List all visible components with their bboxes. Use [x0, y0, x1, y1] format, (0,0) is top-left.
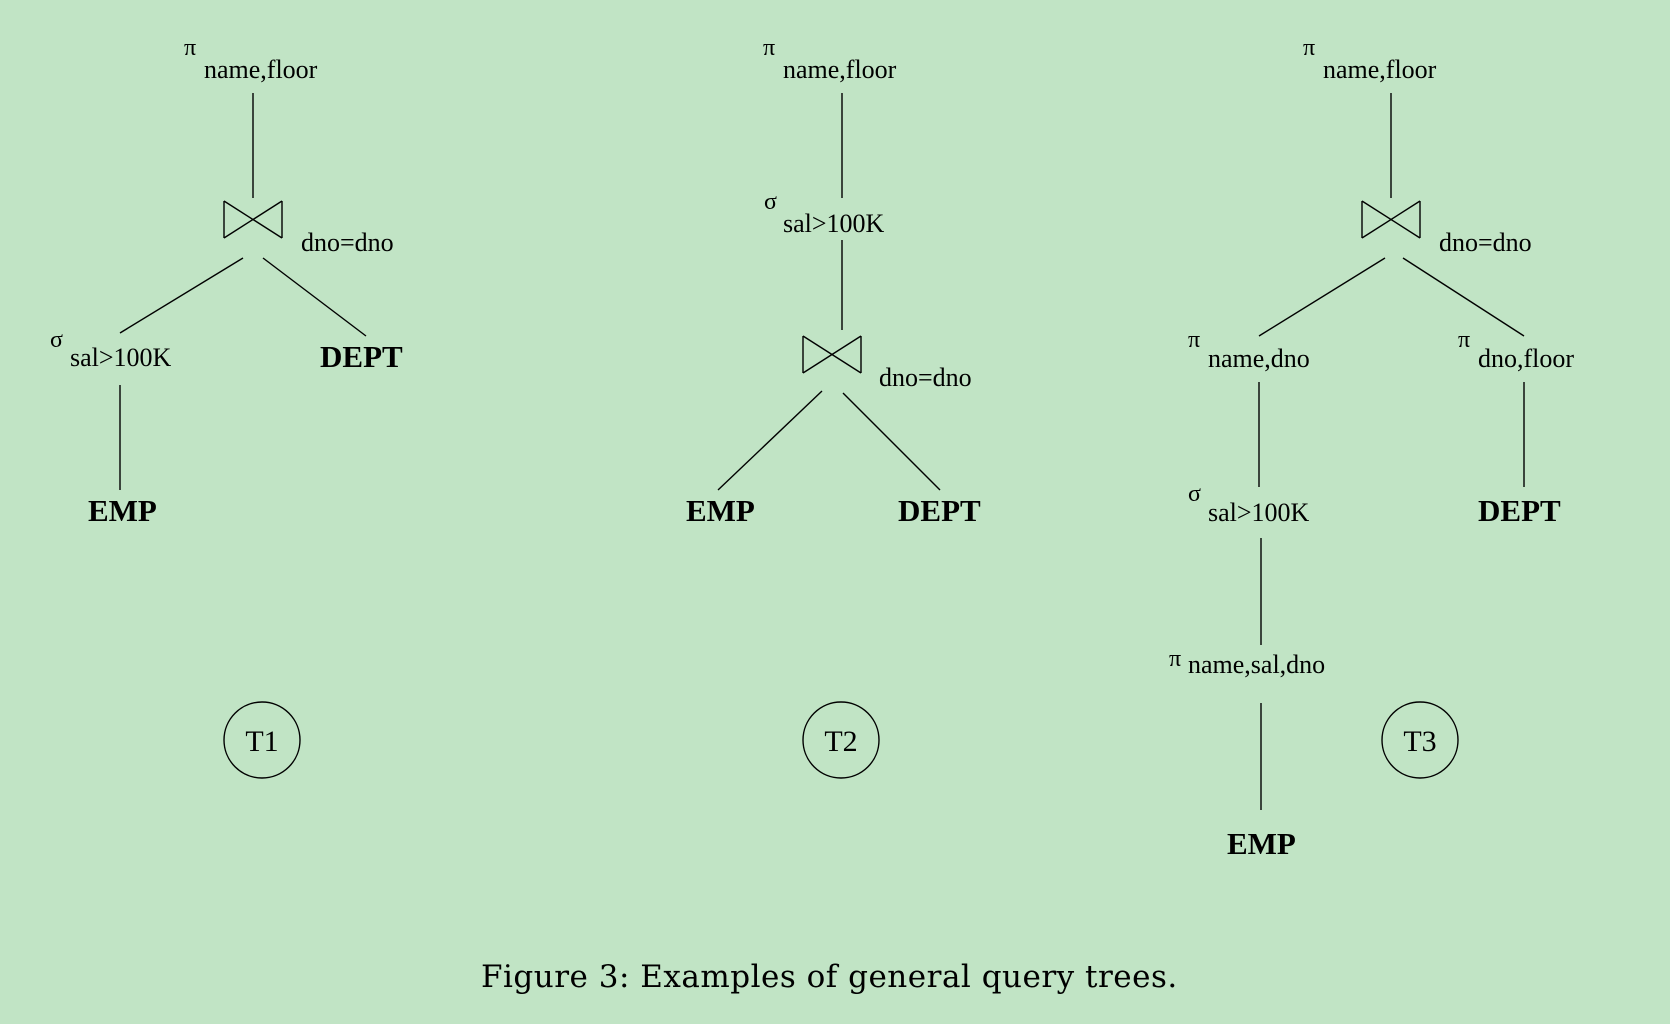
t1-relation-emp: EMP [88, 493, 157, 528]
tree-t1: π name,floor dno=dno σ sal>100K DEPT EMP… [50, 35, 403, 779]
t2-join-condition: dno=dno [879, 363, 972, 392]
t3-selection-condition: sal>100K [1208, 498, 1310, 527]
t1-join-condition: dno=dno [301, 228, 394, 257]
t1-pi-symbol: π [184, 35, 196, 61]
t2-pi-symbol: π [763, 35, 775, 61]
t2-edge-join-emp [717, 390, 823, 491]
t3-top-projection-attrs: name,floor [1323, 55, 1437, 84]
t3-edge-join-left [1258, 257, 1386, 337]
t2-edge-join-dept [842, 392, 941, 491]
t3-join-condition: dno=dno [1439, 228, 1532, 257]
t3-label-circle [1381, 701, 1459, 779]
t3-join-icon [1361, 200, 1421, 239]
t1-sigma-symbol: σ [50, 327, 63, 353]
t3-relation-emp: EMP [1227, 826, 1296, 861]
t1-relation-dept: DEPT [320, 339, 403, 374]
t3-bottom-pi-symbol: π [1169, 646, 1181, 672]
t1-join-icon [223, 200, 283, 239]
t1-top-projection-attrs: name,floor [204, 55, 318, 84]
t3-left-projection-attrs: name,dno [1208, 344, 1310, 373]
t3-relation-dept: DEPT [1478, 493, 1561, 528]
t3-left-pi-symbol: π [1188, 327, 1200, 353]
tree-t3: π name,floor dno=dno π name,dno π dno,fl… [1169, 35, 1574, 861]
t2-join-icon [802, 335, 862, 374]
t3-right-pi-symbol: π [1458, 327, 1470, 353]
t3-edge-join-right [1402, 257, 1525, 337]
t3-pi-symbol: π [1303, 35, 1315, 61]
t3-right-projection-attrs: dno,floor [1478, 344, 1574, 373]
figure-caption: Figure 3: Examples of general query tree… [481, 959, 1178, 995]
t2-relation-emp: EMP [686, 493, 755, 528]
t2-top-projection-attrs: name,floor [783, 55, 897, 84]
t2-label-circle [802, 701, 880, 779]
t2-sigma-symbol: σ [764, 189, 777, 215]
t2-selection-condition: sal>100K [783, 209, 885, 238]
t1-edge-join-dept [262, 257, 367, 337]
t1-label-circle [223, 701, 301, 779]
t2-label: T2 [824, 725, 857, 758]
t3-sigma-symbol: σ [1188, 481, 1201, 507]
tree-t2: π name,floor σ sal>100K dno=dno EMP DEPT… [686, 35, 981, 779]
t1-selection-condition: sal>100K [70, 343, 172, 372]
t1-label: T1 [245, 725, 278, 758]
t3-label: T3 [1403, 725, 1436, 758]
t2-relation-dept: DEPT [898, 493, 981, 528]
t1-edge-join-select [119, 257, 244, 334]
t3-bottom-projection-attrs: name,sal,dno [1188, 650, 1325, 679]
